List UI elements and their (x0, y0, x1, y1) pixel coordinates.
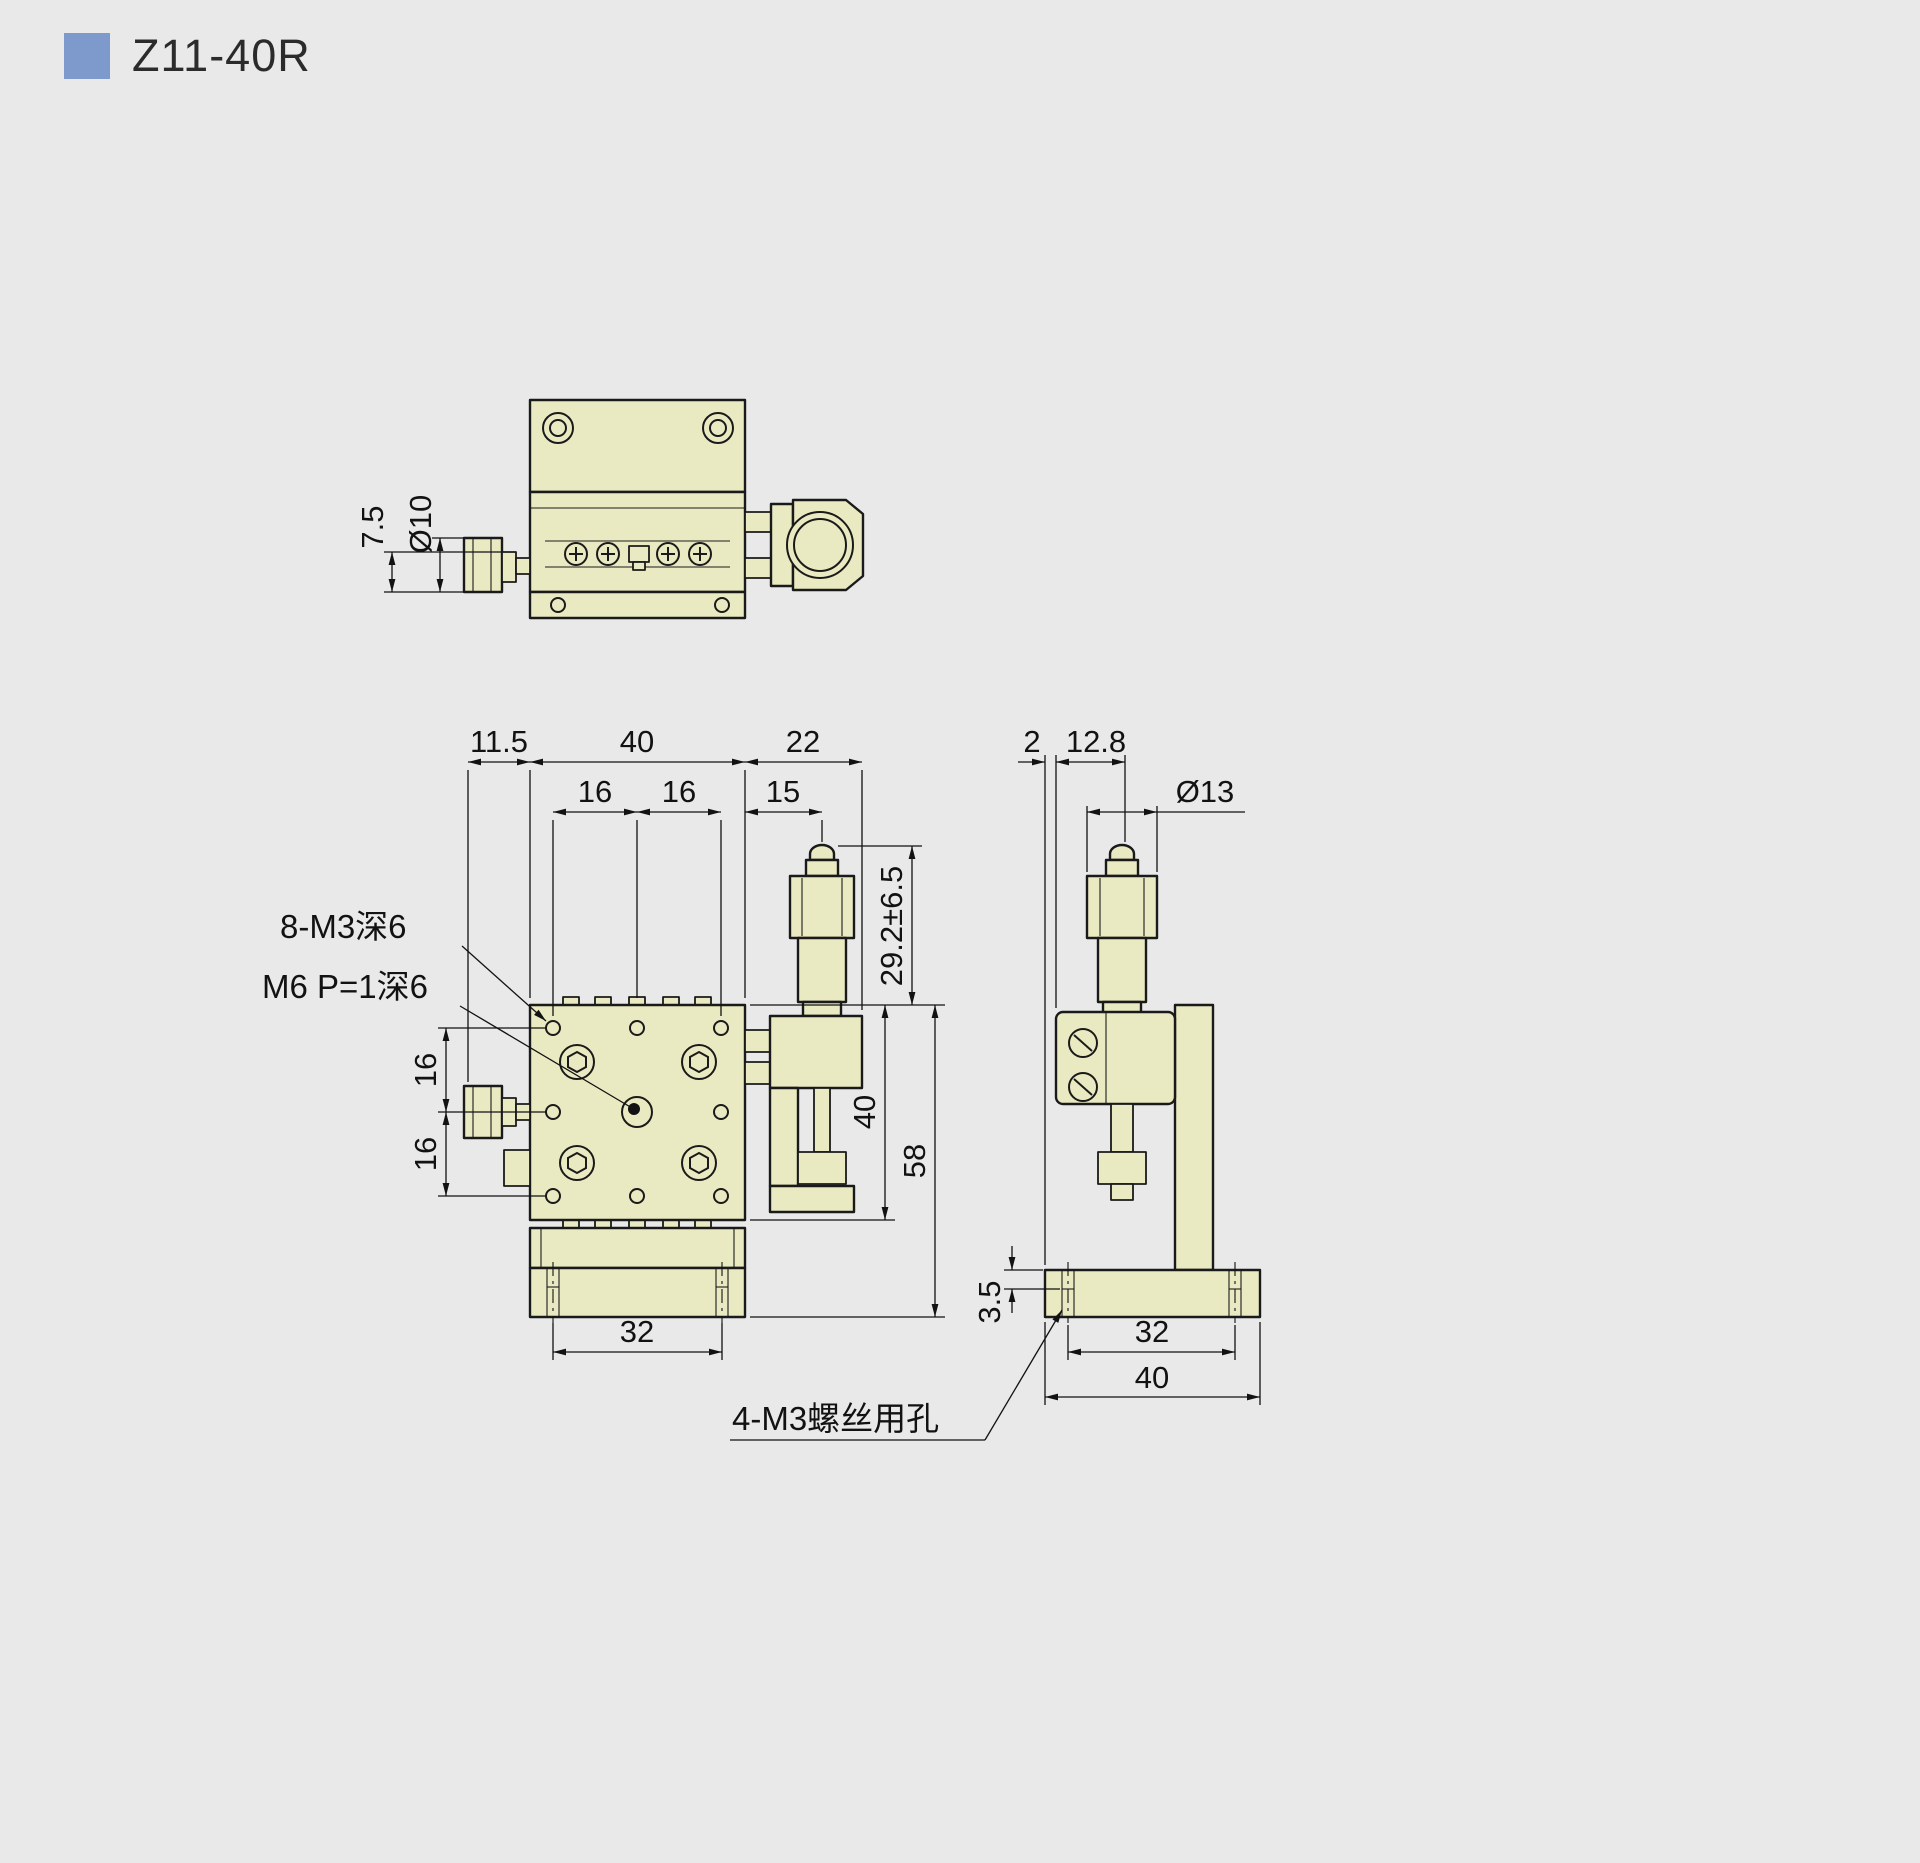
dim-hole-pitch-lower: 16 (408, 1112, 546, 1197)
dim-body-width: 40 (530, 724, 746, 998)
dim-hole-pitch-left: 16 (552, 774, 638, 1016)
dim-text-overall-height: 58 (897, 1144, 932, 1178)
top-view-micrometer-head (744, 498, 865, 592)
label-text-base-holes: 4-M3螺丝用孔 (732, 1400, 939, 1437)
dim-left-overhang: 11.5 (467, 724, 531, 1082)
dim-text-front-base-hole-pitch: 32 (620, 1314, 654, 1349)
dim-plate-offset: 2 (1018, 724, 1046, 1265)
dim-text-side-axis-offset: 12.8 (1066, 724, 1126, 759)
dim-text-left-overhang: 11.5 (470, 724, 528, 759)
top-view: 7.5 Ø10 (355, 398, 865, 620)
top-view-body (528, 398, 747, 620)
top-view-drive-knob (462, 536, 531, 594)
dim-text-plate-offset: 2 (1023, 724, 1040, 759)
dim-text-hole-pitch-left: 16 (578, 774, 612, 809)
dim-text-base-width: 40 (1135, 1360, 1169, 1395)
dim-text-axis-offset: 15 (766, 774, 800, 809)
dim-body-height: 40 (750, 1005, 895, 1221)
dim-base-width: 40 (1044, 1322, 1261, 1405)
front-view-drive-knob (462, 1084, 531, 1187)
front-view-base-holes (546, 1262, 729, 1323)
dim-hole-pitch-right: 16 (637, 774, 722, 1016)
front-view-body (528, 996, 747, 1319)
dim-text-hole-pitch-upper: 16 (408, 1053, 443, 1087)
dim-text-body-width: 40 (620, 724, 654, 759)
label-base-holes: 4-M3螺丝用孔 (730, 1309, 1063, 1441)
dim-text-thimble-diameter: Ø13 (1176, 774, 1235, 809)
label-text-center-thread: M6 P=1深6 (262, 968, 428, 1005)
side-view-carriage (1054, 1010, 1177, 1106)
dim-knob-diameter: Ø10 (403, 495, 464, 592)
dim-text-head-overhang: 22 (786, 724, 820, 759)
front-view: 11.5 40 22 16 16 15 (262, 724, 945, 1360)
dim-overall-height: 58 (750, 1005, 945, 1318)
dim-axis-offset: 15 (745, 774, 823, 842)
dim-text-knob-diameter: Ø10 (403, 495, 438, 554)
dim-text-hole-pitch-lower: 16 (408, 1137, 443, 1171)
side-view-micrometer (1085, 843, 1159, 1018)
dim-side-base-hole-pitch: 32 (1067, 1314, 1236, 1360)
top-view-rail-screws (564, 542, 712, 571)
dim-text-body-height: 40 (847, 1095, 882, 1129)
dim-travel: 29.2±6.5 (750, 845, 945, 1006)
front-view-socket-screws (559, 1044, 717, 1181)
dim-side-axis-offset: 12.8 (1055, 724, 1126, 1008)
side-view-base-holes (1061, 1262, 1242, 1323)
side-view-bracket (1043, 1003, 1262, 1319)
page-title: Z11-40R (132, 30, 311, 81)
dim-hole-pitch-upper: 16 (408, 1027, 546, 1113)
leader-dot (628, 1103, 640, 1115)
dim-text-travel: 29.2±6.5 (874, 866, 909, 986)
side-view-spindle (1097, 1103, 1147, 1201)
front-view-m3-holes (545, 1020, 729, 1204)
dim-thimble-diameter: Ø13 (1086, 774, 1245, 872)
dim-text-side-base-hole-pitch: 32 (1135, 1314, 1169, 1349)
label-mounting-holes: 8-M3深6 (280, 908, 547, 1022)
label-text-mounting-holes: 8-M3深6 (280, 908, 407, 945)
title-accent-square (64, 33, 110, 79)
dim-text-knob-offset: 7.5 (355, 505, 390, 548)
dim-text-counterbore-depth: 3.5 (972, 1280, 1007, 1323)
page-header: Z11-40R (64, 30, 311, 82)
side-view: 2 12.8 Ø13 3.5 32 (730, 724, 1262, 1441)
dim-head-overhang: 22 (745, 724, 863, 1010)
dim-text-hole-pitch-right: 16 (662, 774, 696, 809)
dim-counterbore-depth: 3.5 (972, 1246, 1060, 1324)
front-view-micrometer (744, 843, 864, 1214)
dim-front-base-hole-pitch: 32 (552, 1314, 723, 1360)
label-center-thread: M6 P=1深6 (262, 968, 640, 1115)
